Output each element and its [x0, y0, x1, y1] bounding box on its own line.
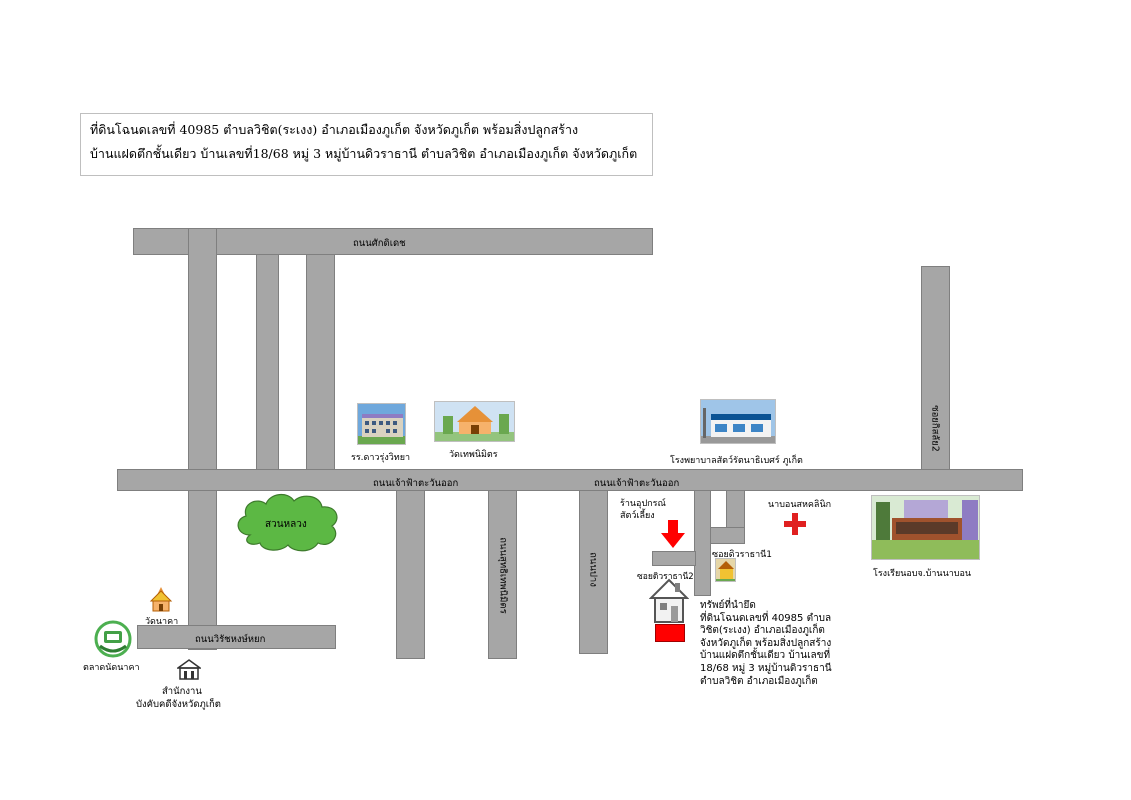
school-right-label: โรงเรียนอบจ.บ้านนาบอน [873, 569, 972, 579]
red-cross-icon [784, 513, 806, 535]
road-pang [579, 490, 608, 654]
road-soi-2-label: ซอยดิวราธานี2 [637, 572, 694, 582]
road-soi-right [921, 266, 950, 470]
hospital-photo [700, 399, 776, 444]
office-label-2: บังคับคดีจังหวัดภูเก็ต [136, 699, 221, 710]
road-top [133, 228, 653, 255]
pet-shop-label-2: สัตว์เลี้ยง [620, 511, 655, 521]
office-label-1: สำนักงาน [162, 686, 202, 697]
road-soi-1-label: ซอยดิวราธานี1 [712, 550, 772, 560]
road-top-label: ถนนศักดิเดช [353, 238, 406, 249]
house-icon [649, 578, 689, 623]
property-line-1: ที่ดินโฉนดเลขที่ 40985 ตำบล [700, 612, 832, 624]
road-bottom-left [137, 625, 336, 649]
park-label: สวนหลวง [265, 519, 307, 530]
road-soi-vertical [694, 490, 711, 596]
clinic-label: นาบอนสหคลินิก [768, 500, 832, 510]
road-main-right-label: ถนนเจ้าฟ้าตะวันออก [594, 478, 680, 489]
road-vertical-c [306, 254, 335, 470]
school-photo [357, 403, 406, 445]
temple-photo [434, 401, 515, 442]
property-description: ทรัพย์ที่นำยึด ที่ดินโฉนดเลขที่ 40985 ตำ… [700, 600, 832, 688]
school-label: รร.ดาวรุ่งวิทยา [351, 453, 411, 463]
pet-shop-label-1: ร้านอุปกรณ์ [620, 499, 666, 509]
temple-icon [149, 587, 173, 612]
road-main-left-label: ถนนเจ้าฟ้าตะวันออก [373, 478, 459, 489]
road-vertical-a [188, 228, 217, 650]
road-soi-1-vertical [726, 490, 745, 528]
road-pang-label: ถนนปาง [587, 552, 599, 587]
road-suthithep [488, 490, 517, 659]
road-soi-1-horizontal [710, 527, 745, 544]
park-cloud [237, 494, 338, 552]
road-suthithep-label: ถนนสุทธิเทพนิมิตร [497, 537, 509, 614]
map-title-box: ที่ดินโฉนดเลขที่ 40985 ตำบลวิชิต(ระเงง) … [80, 113, 653, 176]
road-bottom-left-label: ถนนวิรัชหงษ์หยก [195, 634, 266, 645]
road-lower-1 [396, 490, 425, 659]
market-label: ตลาดนัดนาคา [83, 663, 140, 673]
road-main [117, 469, 1023, 491]
school-right-photo [871, 495, 980, 560]
property-line-3: จังหวัดภูเก็ต พร้อมสิ่งปลูกสร้าง [700, 637, 832, 649]
road-soi-2 [652, 551, 696, 566]
road-vertical-b [256, 254, 279, 470]
property-heading: ทรัพย์ที่นำยึด [700, 600, 756, 611]
arrow-down-icon [661, 520, 685, 548]
temple-label: วัดเทพนิมิตร [449, 450, 498, 460]
road-soi-right-label: ซอยกิสลัย2 [929, 405, 941, 452]
market-logo-icon [94, 620, 132, 658]
hospital-label: โรงพยาบาลสัตว์รัตนาธิเบศร์ ภูเก็ต [670, 456, 803, 466]
title-line-1: ที่ดินโฉนดเลขที่ 40985 ตำบลวิชิต(ระเงง) … [90, 122, 579, 137]
property-line-5: 18/68 หมู่ 3 หมู่บ้านดิวราธานี [700, 662, 832, 674]
property-line-2: วิชิต(ระเงง) อำเภอเมืองภูเก็ต [700, 625, 825, 637]
wat-naka-label: วัดนาคา [145, 617, 179, 627]
government-building-icon [177, 659, 201, 680]
title-line-2: บ้านแฝดตึกชั้นเดียว บ้านเลขที่18/68 หมู่… [90, 146, 638, 161]
property-line-4: บ้านแฝดตึกชั้นเดียว บ้านเลขที่ [700, 650, 831, 662]
soi-1-photo [715, 558, 736, 582]
property-line-6: ตำบลวิชิต อำเภอเมืองภูเก็ต [700, 675, 818, 687]
property-block [655, 624, 685, 642]
